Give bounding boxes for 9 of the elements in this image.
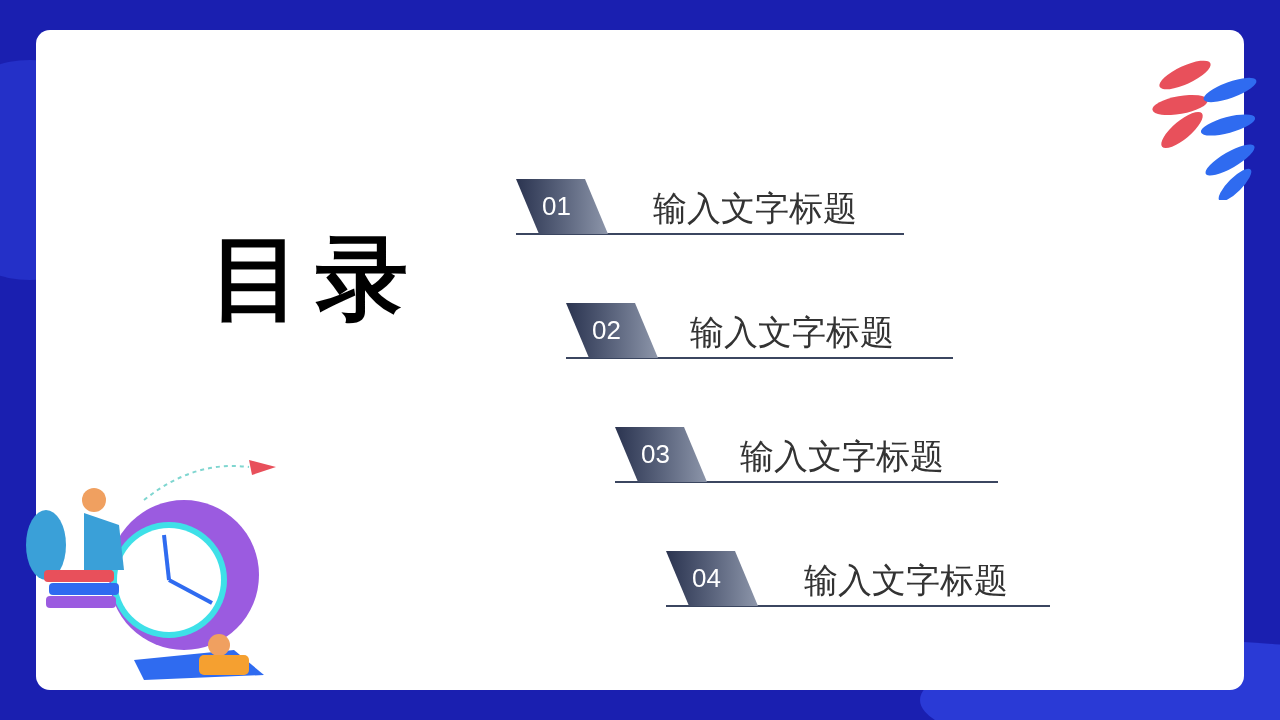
heading-text: 输入文字标题 (653, 188, 857, 229)
heading-text: 输入文字标题 (740, 436, 944, 477)
heading-text: 输入文字标题 (690, 312, 894, 353)
toc-item (666, 551, 1050, 607)
toc-item (615, 427, 998, 483)
title: 目录 (210, 232, 422, 324)
heading-text: 输入文字标题 (804, 560, 1008, 601)
toc-item (566, 303, 953, 359)
toc-item (516, 179, 904, 235)
